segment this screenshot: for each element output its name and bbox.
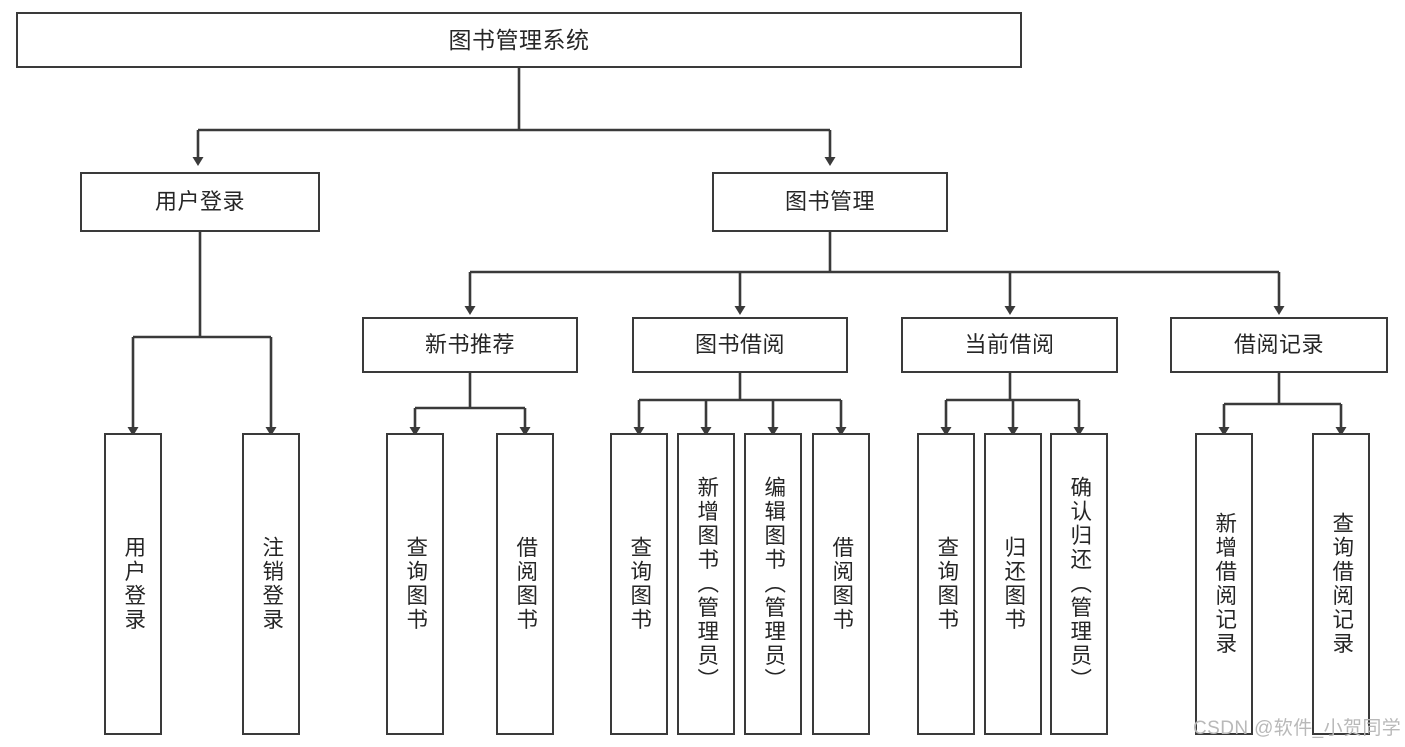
node-label: 查询图书 [403,536,428,632]
node-label: 借阅记录 [1233,332,1324,358]
node-label: 当前借阅 [964,332,1055,358]
node-label: 新书推荐 [424,332,515,358]
node-user-login[interactable]: 用户登录 [80,172,320,232]
node-label: 查询借阅记录 [1329,512,1354,656]
node-label: 图书管理系统 [448,26,590,53]
node-leaf-user-logout[interactable]: 注销登录 [242,433,300,735]
node-leaf-query-book-recommend[interactable]: 查询图书 [386,433,444,735]
node-label: 归还图书 [1001,536,1026,632]
node-label: 确认归还（管理员） [1067,476,1092,692]
node-root-system[interactable]: 图书管理系统 [16,12,1022,68]
watermark-text: CSDN @软件_小贺同学 [1193,718,1402,739]
node-label: 编辑图书（管理员） [761,476,786,692]
node-leaf-add-book-admin[interactable]: 新增图书（管理员） [677,433,735,735]
node-leaf-user-login[interactable]: 用户登录 [104,433,162,735]
node-leaf-confirm-return-admin[interactable]: 确认归还（管理员） [1050,433,1108,735]
node-label: 图书管理 [784,189,875,215]
node-leaf-query-book-borrow[interactable]: 查询图书 [610,433,668,735]
node-label: 查询图书 [627,536,652,632]
node-label: 注销登录 [259,536,284,632]
node-label: 借阅图书 [829,536,854,632]
node-leaf-add-borrow-record[interactable]: 新增借阅记录 [1195,433,1253,735]
node-leaf-borrow-book-recommend[interactable]: 借阅图书 [496,433,554,735]
node-borrow-record[interactable]: 借阅记录 [1170,317,1388,373]
node-leaf-return-book[interactable]: 归还图书 [984,433,1042,735]
node-leaf-query-borrow-record[interactable]: 查询借阅记录 [1312,433,1370,735]
node-label: 用户登录 [154,189,245,215]
node-leaf-query-book-current[interactable]: 查询图书 [917,433,975,735]
node-label: 查询图书 [934,536,959,632]
node-label: 图书借阅 [694,332,785,358]
node-book-borrow[interactable]: 图书借阅 [632,317,848,373]
node-leaf-borrow-book[interactable]: 借阅图书 [812,433,870,735]
node-leaf-edit-book-admin[interactable]: 编辑图书（管理员） [744,433,802,735]
node-current-borrow[interactable]: 当前借阅 [901,317,1118,373]
node-label: 新增图书（管理员） [694,476,719,692]
node-book-management[interactable]: 图书管理 [712,172,948,232]
node-label: 新增借阅记录 [1212,512,1237,656]
node-new-book-recommend[interactable]: 新书推荐 [362,317,578,373]
node-label: 借阅图书 [513,536,538,632]
node-label: 用户登录 [121,536,146,632]
